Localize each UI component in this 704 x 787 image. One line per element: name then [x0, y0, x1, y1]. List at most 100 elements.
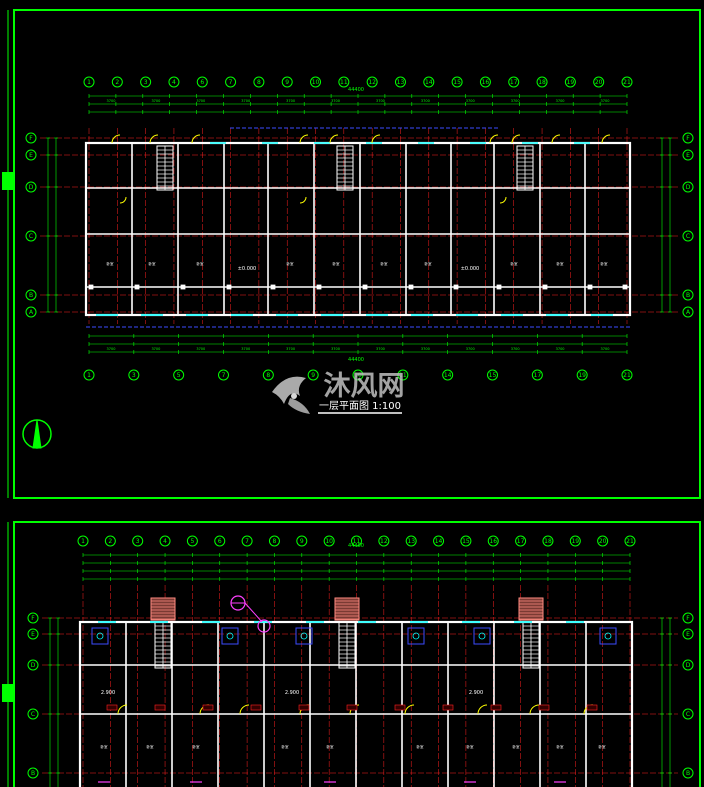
room-label: 卧室 [417, 744, 425, 749]
top-axis-bubble: 19 [569, 535, 581, 547]
stair-block [336, 145, 354, 191]
axis-bubble-circle [576, 369, 588, 381]
sheet-1-frame [13, 9, 701, 499]
top-axis-bubble: 19 [564, 76, 576, 88]
axis-bubble-circle [621, 369, 633, 381]
dimension-text: 3700 [511, 347, 520, 351]
axis-bubble-circle [218, 369, 229, 381]
axis-bubble-circle [253, 76, 265, 88]
right-axis-bubble: D [682, 659, 694, 671]
door-tag [586, 704, 598, 711]
stair-block [334, 597, 360, 669]
door-swing [499, 196, 507, 204]
room-label: 卧室 [197, 261, 204, 266]
dimension-text: 3700 [466, 347, 475, 351]
axis-bubble-circle [682, 230, 694, 242]
right-axis-bubble: E [682, 628, 694, 640]
top-axis-bubble: 8 [268, 535, 280, 547]
axis-bubble-circle [423, 76, 435, 88]
right-axis-bubble: D [682, 181, 694, 193]
axis-bubble-circle [682, 708, 694, 720]
room-label: 卧室 [101, 744, 108, 749]
axis-bubble-label: 11 [340, 79, 348, 86]
axis-bubble-circle [338, 76, 350, 88]
axis-bubble-label: D [686, 662, 691, 669]
axis-bubble-label: 14 [425, 79, 433, 86]
column [622, 284, 628, 290]
stair-block [156, 145, 174, 191]
sheet-1-walls [84, 141, 632, 317]
watermark-text: 沐风网 [324, 371, 405, 402]
sheet-2-dimension-lines [48, 553, 672, 787]
top-axis-bubble: 10 [310, 76, 322, 88]
door-tag [490, 704, 502, 711]
axis-bubble-circle [569, 535, 581, 547]
door-swing [371, 134, 381, 144]
door-tag [298, 704, 310, 711]
room-label: 卧室 [467, 744, 475, 749]
axis-bubble-label: 17 [517, 538, 525, 545]
dimension-text: 3700 [376, 347, 385, 351]
axis-bubble-label: 1 [87, 372, 91, 379]
bathroom-fixture [295, 627, 313, 645]
axis-bubble-circle [536, 76, 548, 88]
mufeng-logo-icon [272, 376, 310, 414]
column [453, 284, 459, 290]
bottom-axis-bubble: 21 [621, 369, 633, 381]
top-axis-bubble: 1 [83, 76, 95, 88]
top-axis-bubble: 4 [159, 535, 171, 547]
axis-bubble-label: 20 [599, 538, 607, 545]
column [362, 284, 368, 290]
axis-bubble-circle [25, 132, 37, 144]
column [180, 284, 186, 290]
bottom-axis-bubble: 19 [576, 369, 588, 381]
left-axis-bubble: C [27, 708, 39, 720]
axis-bubble-label: C [31, 711, 35, 718]
bottom-axis-bubble: 15 [487, 369, 498, 381]
sheet-1-elevation-label-right: ±0.000 [461, 266, 480, 272]
top-axis-bubble: 7 [225, 76, 237, 88]
dimension-text: 3700 [556, 347, 565, 351]
axis-bubble-circle [515, 535, 527, 547]
axis-bubble-circle [27, 767, 39, 779]
axis-bubble-label: 11 [353, 538, 361, 545]
sheet-2-elevation-label-1: 2.900 [101, 690, 115, 696]
axis-bubble-circle [27, 659, 39, 671]
top-axis-bubble: 14 [423, 76, 435, 88]
room-label: 卧室 [287, 261, 295, 266]
bottom-axis-bubble: 3 [128, 369, 140, 381]
stair-block [516, 145, 534, 191]
bathroom-fixture [91, 627, 109, 645]
axis-bubble-circle [378, 535, 390, 547]
top-axis-bubble: 13 [394, 76, 406, 88]
top-axis-bubble: 2 [111, 76, 123, 88]
top-axis-bubble: 21 [624, 535, 636, 547]
sheet-1-strip-mark [2, 172, 14, 190]
left-axis-bubble: B [25, 289, 37, 301]
axis-bubble-circle [621, 76, 633, 88]
axis-bubble-circle [128, 369, 140, 381]
top-axis-bubble: 13 [405, 535, 417, 547]
fixture-basin [96, 632, 104, 640]
column [496, 284, 502, 290]
fixture-basin [478, 632, 486, 640]
axis-bubble-circle [281, 76, 293, 88]
door-swing [299, 134, 309, 144]
stair-landing [334, 597, 360, 621]
room-label: 卧室 [327, 744, 335, 749]
axis-bubble-circle [132, 535, 144, 547]
axis-bubble-circle [682, 149, 694, 161]
axis-bubble-label: 15 [462, 538, 470, 545]
dimension-text: 3700 [601, 99, 610, 103]
axis-bubble-label: 18 [544, 538, 552, 545]
axis-bubble-label: 20 [595, 79, 603, 86]
bottom-axis-bubble: 14 [442, 369, 454, 381]
axis-bubble-label: 10 [325, 538, 333, 545]
stair-block [150, 597, 176, 669]
axis-bubble-label: 7 [245, 538, 249, 545]
